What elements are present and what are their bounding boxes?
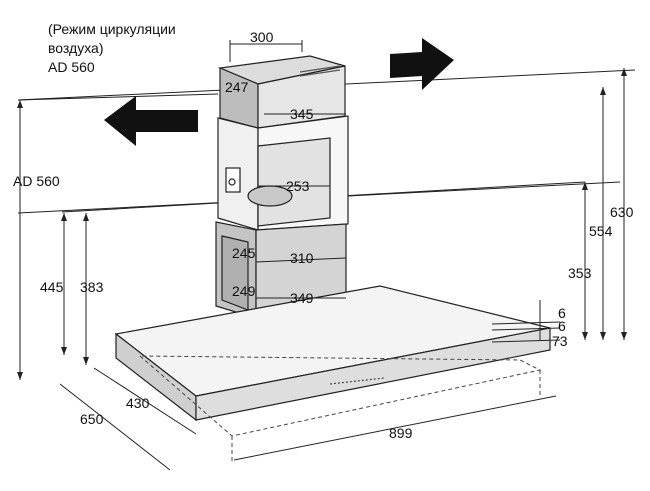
dim-text-349: 349 — [290, 290, 314, 306]
arrowhead-445-bottom — [61, 347, 67, 355]
dim-text-247: 247 — [225, 79, 249, 95]
dim-text-383: 383 — [80, 279, 104, 295]
dim-text-445: 445 — [40, 279, 64, 295]
caption-line-3: AD 560 — [48, 59, 95, 75]
dim-text-253: 253 — [286, 178, 310, 194]
dim-line-650 — [59, 383, 171, 471]
arrowhead-445-top — [61, 213, 67, 221]
dim-text-650: 650 — [80, 411, 104, 427]
dim-text-249: 249 — [232, 283, 256, 299]
dim-text-630: 630 — [610, 204, 634, 220]
arrow-right-icon — [390, 38, 454, 90]
caption-line-2: воздуха) — [48, 40, 104, 56]
dim-line-899 — [233, 395, 557, 461]
arrowhead-ad560-bottom — [17, 372, 23, 380]
top-box-grille — [299, 65, 341, 73]
arrowhead-353-bottom — [582, 332, 588, 340]
arrowhead-554-top — [600, 87, 606, 95]
dim-text-245: 245 — [232, 245, 256, 261]
arrowhead-383-top — [83, 213, 89, 221]
dim-text-345: 345 — [290, 106, 314, 122]
arrowhead-ad560-top — [17, 100, 23, 108]
arrowhead-630-top — [621, 68, 627, 76]
dim-text-6a: 6 — [558, 305, 566, 321]
dim-text-310: 310 — [290, 250, 314, 266]
side-model-label: AD 560 — [13, 173, 60, 189]
arrowhead-383-bottom — [83, 357, 89, 365]
dim-text-73: 73 — [552, 333, 568, 349]
dim-text-6b: 6 — [558, 318, 566, 334]
dim-text-899: 899 — [389, 425, 413, 441]
dim-text-430: 430 — [126, 395, 150, 411]
hood-front-edge — [195, 327, 551, 421]
arrow-left-icon — [104, 96, 198, 146]
ceiling-line-a — [17, 93, 219, 101]
dim-line-430 — [93, 367, 197, 435]
bracket-screw-icon — [228, 178, 236, 186]
arrowhead-630-bottom — [621, 332, 627, 340]
dim-text-554: 554 — [589, 223, 613, 239]
dim-text-353: 353 — [568, 265, 592, 281]
dim-line-310 — [255, 257, 347, 263]
caption-line-1: (Режим циркуляции — [48, 21, 176, 37]
dim-text-300: 300 — [250, 29, 274, 45]
arrowhead-554-bottom — [600, 332, 606, 340]
mode-caption: (Режим циркуляции воздуха) AD 560 — [48, 20, 176, 77]
control-panel — [329, 377, 385, 385]
arrowhead-353-top — [582, 182, 588, 190]
